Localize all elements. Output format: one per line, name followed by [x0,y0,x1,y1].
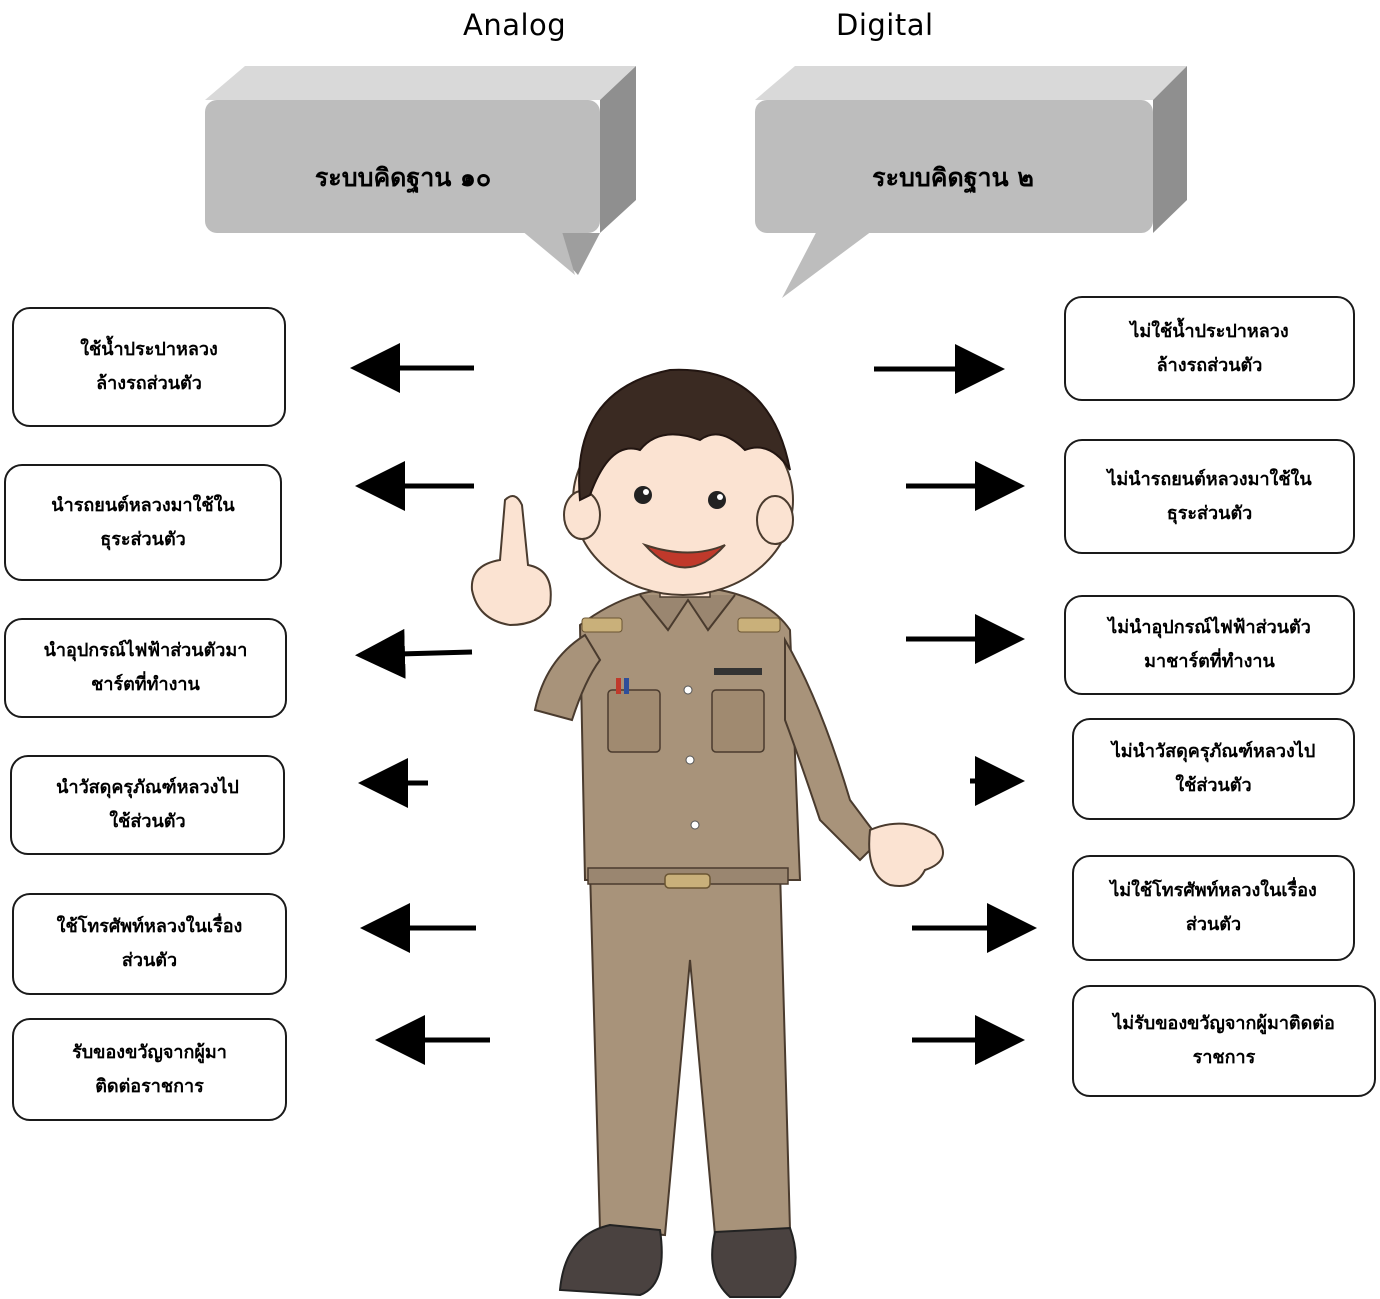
box-text-line: ใช้ส่วนตัว [109,811,186,832]
box-text-line: ใช้โทรศัพท์หลวงในเรื่อง [56,916,243,937]
box-text-line: ล้างรถส่วนตัว [96,373,202,394]
box-text-line: นำรถยนต์หลวงมาใช้ใน [51,494,235,516]
arrow-left-3 [355,628,473,679]
right-item-box: ไม่นำรถยนต์หลวงมาใช้ในธุระส่วนตัว [1064,439,1355,554]
box-text-line: ไม่ใช้น้ำประปาหลวง [1130,320,1289,342]
box-text-line: ล้างรถส่วนตัว [1156,354,1263,376]
right-item-box: ไม่รับของขวัญจากผู้มาติดต่อราชการ [1072,985,1376,1097]
left-item-box: นำรถยนต์หลวงมาใช้ในธุระส่วนตัว [4,464,282,581]
box-text-line: ธุระส่วนตัว [1166,502,1253,524]
box-text-line: ส่วนตัว [121,950,178,971]
box-text-line: นำอุปกรณ์ไฟฟ้าส่วนตัวมา [43,640,248,661]
box-text-line: ส่วนตัว [1185,914,1242,935]
bubble-label-base-10: ระบบคิดฐาน ๑๐ [314,163,492,192]
box-text-line: ราชการ [1192,1047,1256,1068]
left-item-box: นำอุปกรณ์ไฟฟ้าส่วนตัวมาชาร์ตที่ทำงาน [4,618,287,718]
box-text-line: ใช้ส่วนตัว [1175,775,1252,796]
heading-analog: Analog [463,8,567,42]
bubble-label-base-2: ระบบคิดฐาน ๒ [872,163,1034,192]
right-item-box: ไม่ใช้น้ำประปาหลวงล้างรถส่วนตัว [1064,296,1355,401]
box-text-line: ติดต่อราชการ [95,1075,204,1097]
left-item-box: ใช้โทรศัพท์หลวงในเรื่องส่วนตัว [12,893,287,995]
box-text-line: ไม่นำอุปกรณ์ไฟฟ้าส่วนตัว [1108,617,1311,638]
box-text-line: ไม่นำรถยนต์หลวงมาใช้ใน [1107,468,1312,490]
speech-bubble-right [755,66,1187,298]
left-item-box: ใช้น้ำประปาหลวงล้างรถส่วนตัว [12,307,286,427]
speech-bubble-left [205,66,636,275]
box-text-line: ใช้น้ำประปาหลวง [80,339,218,360]
box-text-line: ธุระส่วนตัว [100,528,186,550]
box-text-line: ไม่นำวัสดุครุภัณฑ์หลวงไป [1111,741,1316,762]
box-text-line: ไม่รับของขวัญจากผู้มาติดต่อ [1113,1013,1335,1034]
right-item-box: ไม่นำวัสดุครุภัณฑ์หลวงไปใช้ส่วนตัว [1072,718,1355,820]
left-item-box: รับของขวัญจากผู้มาติดต่อราชการ [12,1018,287,1121]
right-item-box: ไม่ใช้โทรศัพท์หลวงในเรื่องส่วนตัว [1072,855,1355,961]
speech-bubbles [205,66,1187,298]
box-text-line: ไม่ใช้โทรศัพท์หลวงในเรื่อง [1110,880,1317,901]
box-text-line: รับของขวัญจากผู้มา [72,1041,227,1063]
box-text-line: มาชาร์ตที่ทำงาน [1144,651,1275,672]
box-text-line: ชาร์ตที่ทำงาน [91,674,200,695]
left-item-box: นำวัสดุครุภัณฑ์หลวงไปใช้ส่วนตัว [10,755,285,855]
heading-digital: Digital [836,8,934,42]
box-text-line: นำวัสดุครุภัณฑ์หลวงไป [56,777,239,798]
right-item-box: ไม่นำอุปกรณ์ไฟฟ้าส่วนตัวมาชาร์ตที่ทำงาน [1064,595,1355,695]
